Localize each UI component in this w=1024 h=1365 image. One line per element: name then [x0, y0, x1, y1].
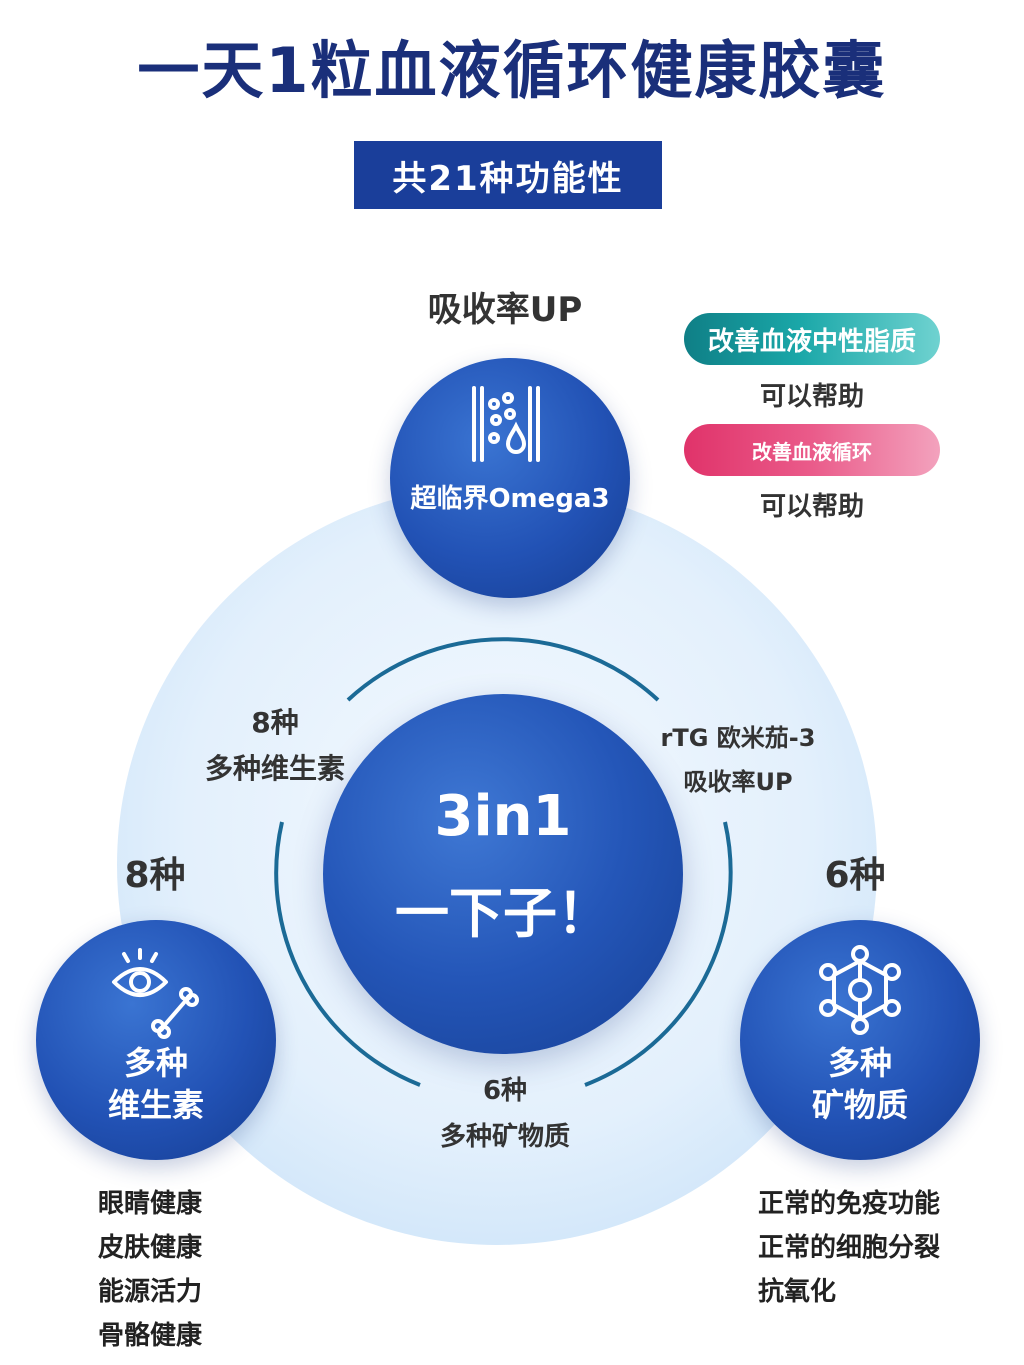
vitamins-benefits-list: 眼睛健康 皮肤健康 能源活力 骨骼健康: [98, 1182, 202, 1358]
eye-bone-icon: [106, 940, 206, 1040]
list-item: 眼睛健康: [98, 1189, 203, 1219]
page-title: 一天1粒血液循环健康胶囊: [137, 34, 887, 107]
list-item: 抗氧化: [758, 1277, 837, 1307]
list-item: 能源活力: [98, 1277, 203, 1307]
ring-left-text: 多种维生素: [204, 752, 345, 785]
ring-bottom-count: 6种: [482, 1076, 528, 1106]
badge-blood-lipids: 改善血液中性脂质: [684, 313, 940, 365]
right-node-count: 6种: [824, 855, 886, 896]
center-subline: 一下子！: [395, 882, 611, 945]
list-item: 正常的细胞分裂: [758, 1233, 941, 1263]
top-node-caption: 吸收率UP: [427, 290, 583, 330]
list-item: 皮肤健康: [98, 1233, 203, 1263]
list-item: 骨骼健康: [98, 1321, 203, 1351]
ring-arc-left: [274, 821, 421, 1087]
ring-bottom-text: 多种矿物质: [439, 1122, 570, 1152]
minerals-line1: 多种: [827, 1044, 892, 1082]
badge-blood-circulation: 改善血液循环: [684, 424, 940, 476]
help-text-2: 可以帮助: [759, 492, 864, 522]
center-3in1-circle: 3in1 一下子！: [323, 694, 683, 1054]
vitamins-line1: 多种: [123, 1044, 188, 1082]
vitamins-line2: 维生素: [107, 1086, 204, 1124]
ring-left-count: 8种: [251, 706, 299, 739]
ring-right-line1: rTG 欧米茄-3: [660, 724, 816, 752]
minerals-node: 多种 矿物质: [740, 920, 980, 1160]
filter-droplet-icon: [460, 378, 560, 478]
minerals-line2: 矿物质: [811, 1086, 908, 1124]
vitamins-node: 多种 维生素: [36, 920, 276, 1160]
molecule-icon: [810, 940, 910, 1040]
ring-label-left: 8种 多种维生素: [190, 700, 360, 792]
minerals-benefits-list: 正常的免疫功能 正常的细胞分裂 抗氧化: [758, 1182, 940, 1314]
omega3-label: 超临界Omega3: [410, 484, 610, 514]
left-node-count: 8种: [124, 855, 186, 896]
omega3-node: 超临界Omega3: [390, 358, 630, 598]
ring-label-bottom: 6种 多种矿物质: [420, 1068, 590, 1160]
help-text-1: 可以帮助: [759, 382, 864, 412]
center-headline: 3in1: [434, 784, 572, 849]
subtitle-banner: 共21种功能性: [354, 141, 662, 209]
ring-label-right: rTG 欧米茄-3 吸收率UP: [648, 716, 828, 804]
ring-arc-right: [584, 821, 733, 1087]
ring-right-line2: 吸收率UP: [683, 768, 793, 796]
ring-arc-top: [346, 637, 660, 702]
list-item: 正常的免疫功能: [758, 1189, 941, 1219]
